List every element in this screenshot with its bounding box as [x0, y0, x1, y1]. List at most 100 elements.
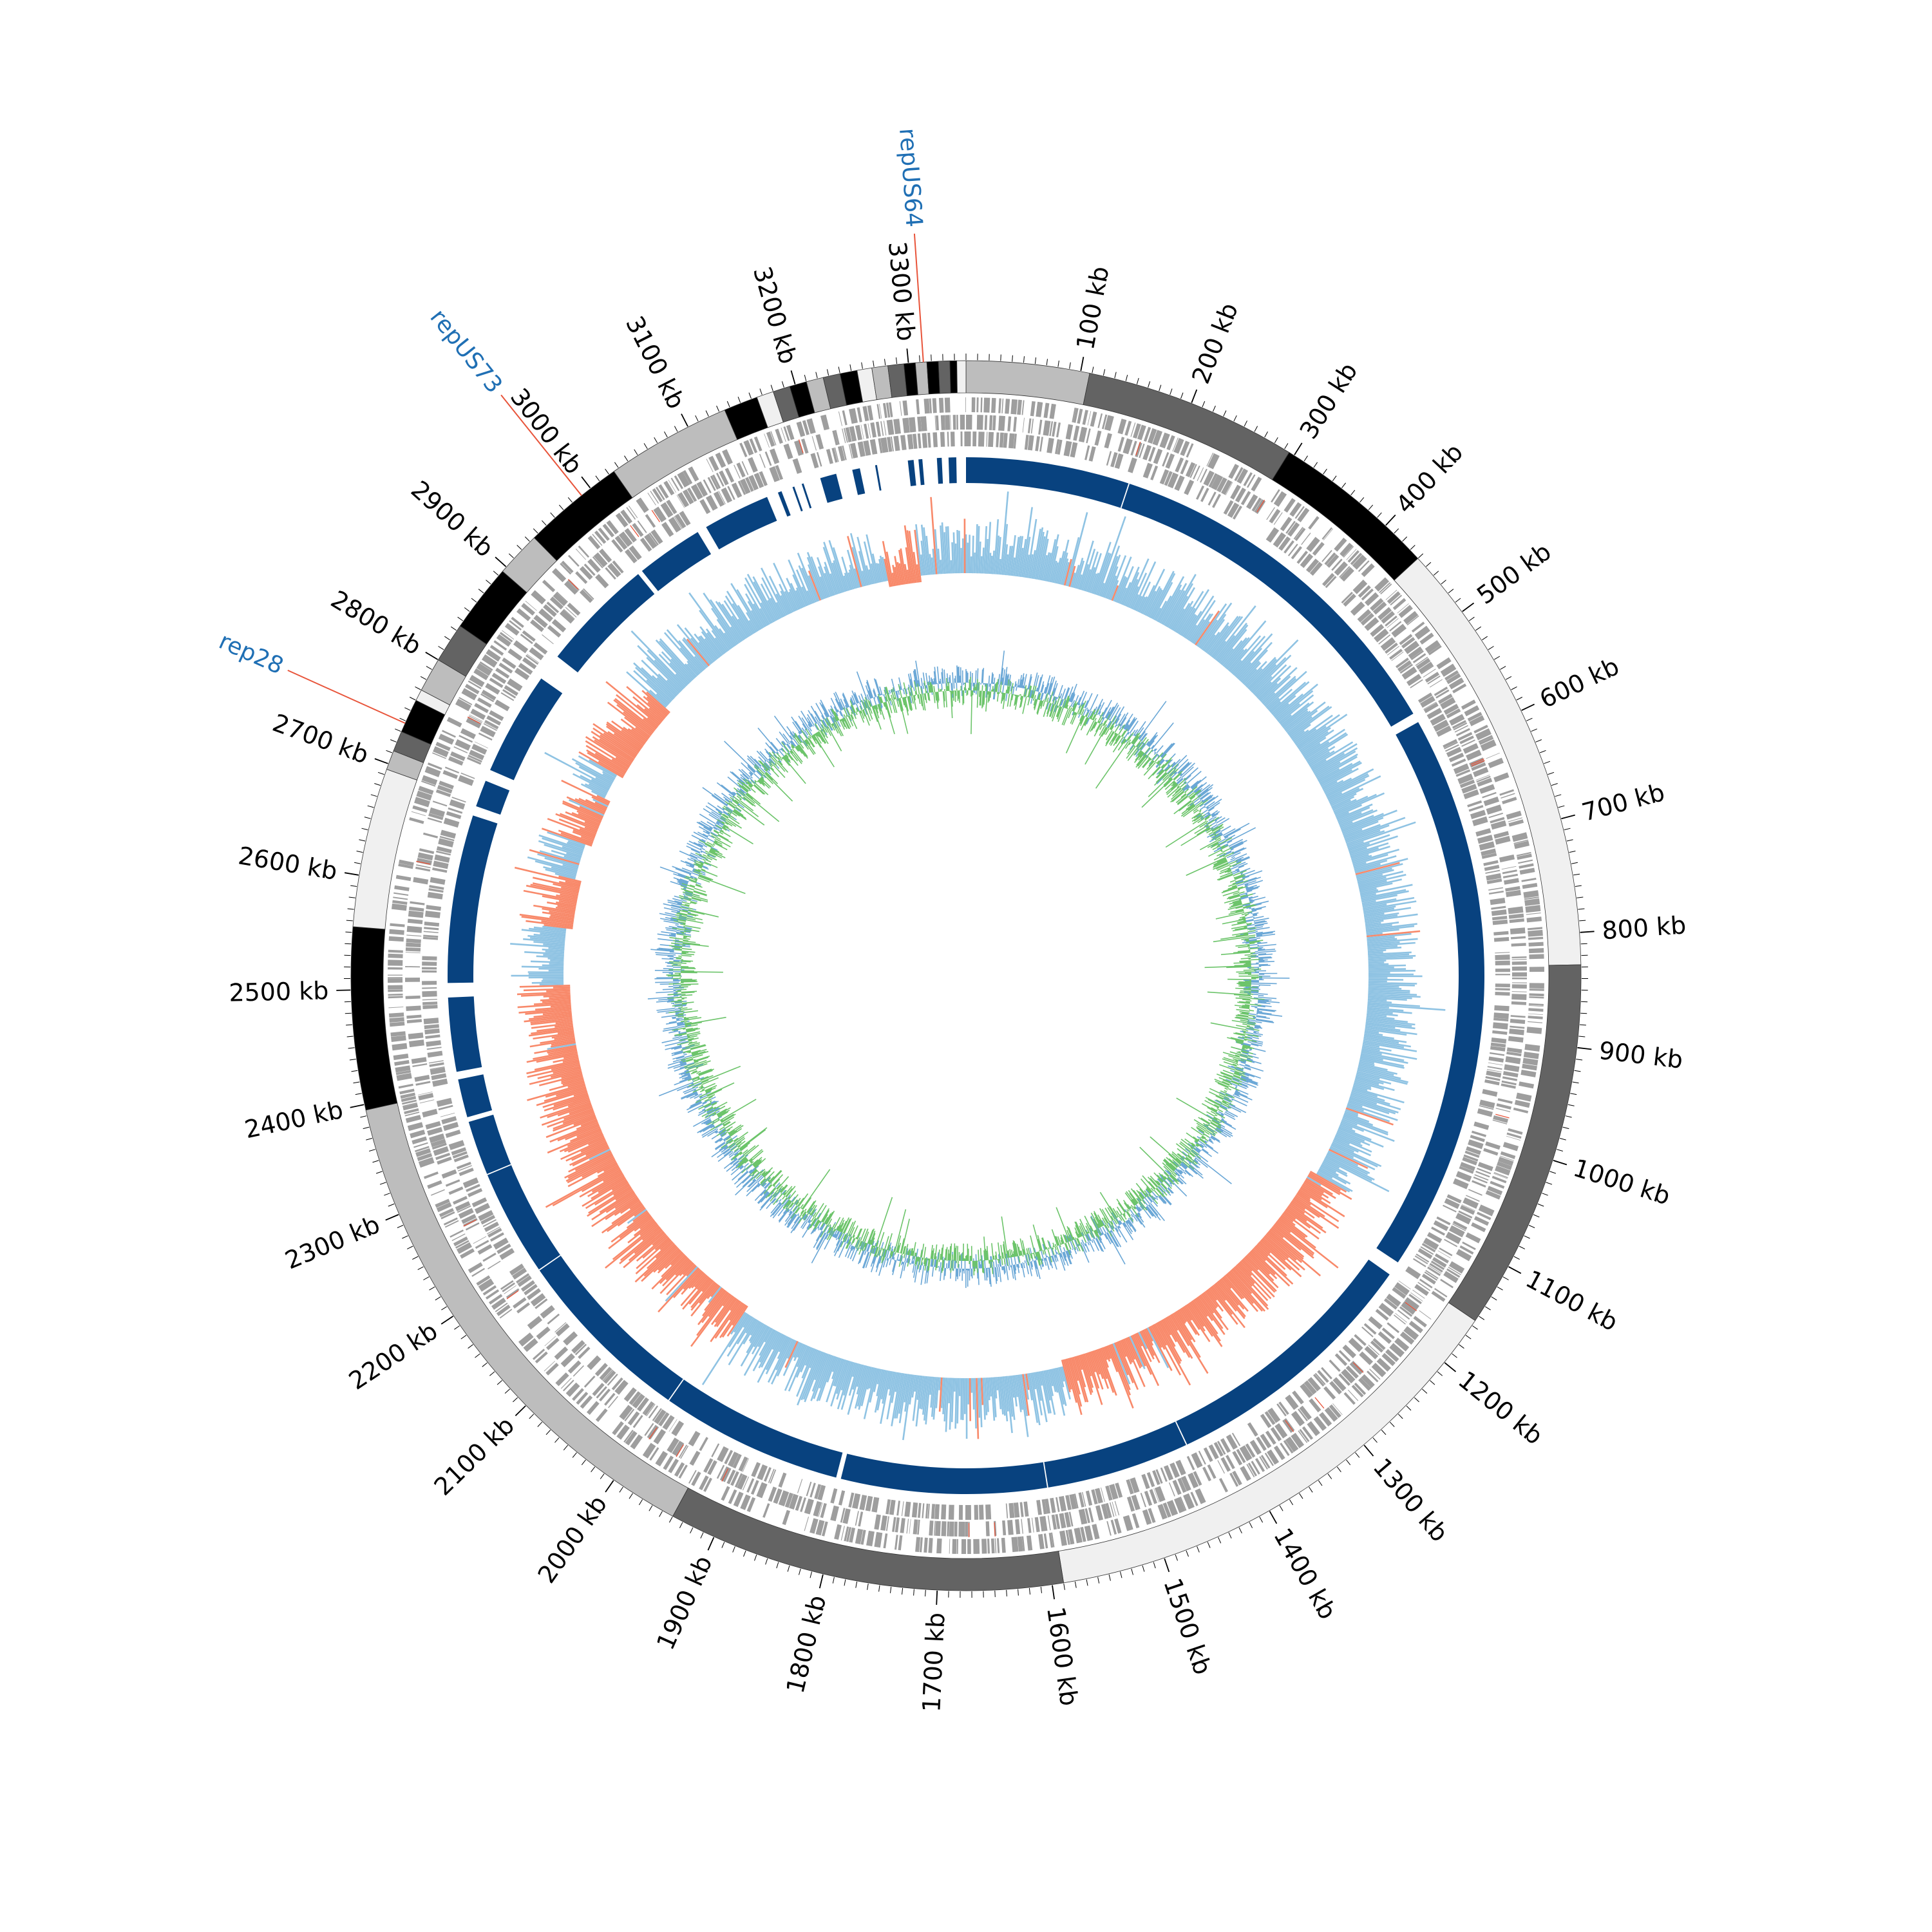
gc-skew-bar	[545, 951, 565, 954]
gc-skew-bar	[1252, 654, 1292, 694]
gc-content-bar-secondary	[1033, 699, 1036, 706]
gc-content-bar-secondary	[1038, 693, 1041, 700]
gc-skew-bar	[994, 1377, 998, 1399]
gc-content-bar	[1253, 916, 1264, 919]
gene-feature	[696, 481, 708, 497]
gc-content-bar-secondary	[1250, 952, 1256, 954]
gc-skew-bar	[1188, 600, 1216, 641]
gene-feature	[1168, 1482, 1175, 1497]
gc-skew-bar	[728, 1314, 750, 1348]
gc-skew-bar	[1329, 1147, 1376, 1171]
gene-feature	[1208, 453, 1220, 469]
gene-feature	[495, 667, 510, 679]
gene-feature	[520, 1280, 535, 1292]
gc-content-bar	[1005, 675, 1009, 686]
gc-skew-bar	[1078, 1354, 1092, 1396]
gene-feature	[531, 590, 546, 605]
gc-content-bar	[1078, 703, 1081, 706]
gene-feature	[1443, 739, 1457, 748]
gene-feature	[1431, 1226, 1446, 1236]
gene-feature	[1425, 640, 1441, 654]
gc-skew-bar	[1368, 964, 1406, 967]
gene-feature	[756, 1482, 768, 1499]
gc-content-bar-secondary	[1057, 706, 1063, 720]
gc-skew-bar	[533, 904, 576, 913]
gc-skew-bar	[630, 630, 687, 688]
gc-skew-bar	[1217, 624, 1249, 663]
gene-feature	[783, 443, 793, 460]
gene-feature	[1468, 805, 1484, 812]
gc-skew-bar	[537, 1067, 582, 1079]
gc-skew-bar	[1282, 1213, 1294, 1223]
gene-feature	[1289, 502, 1302, 517]
gc-content-bar-secondary	[1238, 983, 1251, 985]
gc-skew-bar	[793, 1342, 802, 1358]
gene-feature	[422, 990, 437, 998]
gc-skew-bar	[753, 581, 776, 622]
gene-feature	[846, 1527, 852, 1542]
gc-skew-bar	[1360, 884, 1413, 896]
gene-feature	[1324, 552, 1336, 565]
gc-skew-bar	[1293, 1197, 1340, 1229]
gene-feature	[920, 416, 927, 431]
gene-feature	[485, 1289, 500, 1300]
gene-feature	[1472, 1180, 1486, 1188]
gc-skew-bar	[1365, 924, 1392, 929]
gene-feature	[497, 1243, 511, 1255]
gc-skew-bar	[714, 637, 727, 653]
gc-skew-bar	[637, 645, 683, 691]
gene-feature	[578, 545, 590, 558]
gc-skew-bar	[1368, 968, 1406, 971]
gene-feature	[411, 1057, 427, 1064]
gene-feature	[691, 1471, 701, 1486]
gc-skew-bar	[698, 1282, 717, 1304]
gc-skew-bar	[930, 497, 938, 574]
gene-feature	[1034, 1517, 1040, 1533]
gc-skew-bar	[1293, 714, 1333, 744]
gc-skew-bar	[879, 555, 887, 582]
gc-skew-bar	[538, 840, 583, 856]
gene-feature	[706, 459, 714, 473]
gc-skew-bar	[1352, 853, 1388, 866]
gene-feature	[1499, 789, 1515, 796]
alignment-block	[458, 1074, 493, 1117]
gc-skew-bar	[758, 1331, 779, 1368]
gene-feature	[1273, 1445, 1285, 1461]
gc-skew-bar	[1189, 619, 1206, 642]
gc-skew-bar	[566, 842, 585, 849]
gc-skew-bar	[585, 1144, 609, 1157]
gene-feature	[880, 421, 884, 436]
gc-content-bar-secondary	[1019, 696, 1023, 708]
gc-content-bar-secondary	[1030, 685, 1035, 698]
gene-feature	[1387, 618, 1399, 629]
gc-skew-bar	[684, 627, 714, 663]
gene-feature	[422, 970, 437, 973]
gc-skew-bar	[551, 1039, 576, 1046]
gc-skew-bar	[729, 1302, 743, 1321]
gc-skew-bar	[1345, 829, 1381, 844]
gc-skew-bar	[1368, 961, 1385, 964]
gc-skew-bar	[634, 726, 650, 739]
gc-skew-bar	[1213, 605, 1256, 659]
gene-feature	[1117, 419, 1127, 435]
gene-feature	[448, 807, 463, 814]
gene-feature	[1361, 1326, 1374, 1338]
gc-skew-bar	[1162, 583, 1188, 625]
gc-skew-bar	[602, 773, 615, 781]
gene-feature	[560, 1353, 575, 1368]
gc-skew-bar	[840, 1362, 857, 1410]
gene-feature	[1485, 1075, 1501, 1081]
gc-skew-bar	[1295, 1194, 1311, 1206]
gc-skew-bar	[542, 949, 565, 952]
gene-feature	[1460, 1205, 1475, 1215]
gc-skew-bar	[530, 960, 564, 963]
gc-skew-bar	[1182, 1306, 1193, 1321]
gene-feature	[983, 397, 990, 413]
gene-feature	[1501, 866, 1517, 870]
gene-feature	[486, 715, 502, 726]
gc-skew-bar	[1191, 613, 1214, 644]
gene-feature	[1506, 810, 1522, 820]
gc-skew-bar	[1285, 701, 1326, 733]
gc-skew-bar	[1280, 1215, 1308, 1238]
gc-skew-bar	[613, 699, 655, 732]
